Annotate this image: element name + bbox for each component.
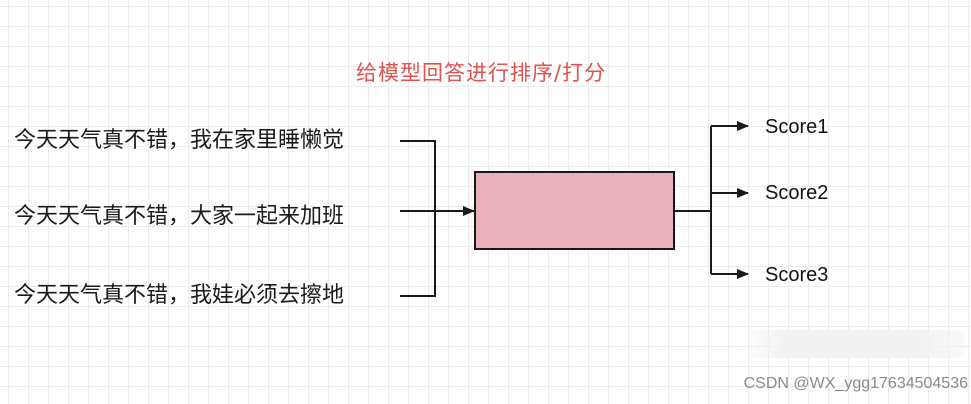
score-label-2: Score2 [765, 182, 829, 204]
connector-input-1 [400, 140, 436, 211]
input-sentence-1: 今天天气真不错，我在家里睡懒觉 [14, 128, 345, 153]
input-sentence-3: 今天天气真不错，我娃必须去擦地 [14, 283, 345, 308]
diagram-title: 给模型回答进行排序/打分 [356, 61, 607, 85]
score-label-3: Score3 [765, 264, 829, 286]
model-box [474, 171, 675, 250]
blurred-region [744, 330, 964, 358]
connector-input-3 [400, 211, 436, 297]
input-sentence-2: 今天天气真不错，大家一起来加班 [14, 204, 345, 229]
watermark: CSDN @WX_ygg17634504536 [743, 375, 968, 392]
score-label-1: Score1 [765, 116, 829, 138]
